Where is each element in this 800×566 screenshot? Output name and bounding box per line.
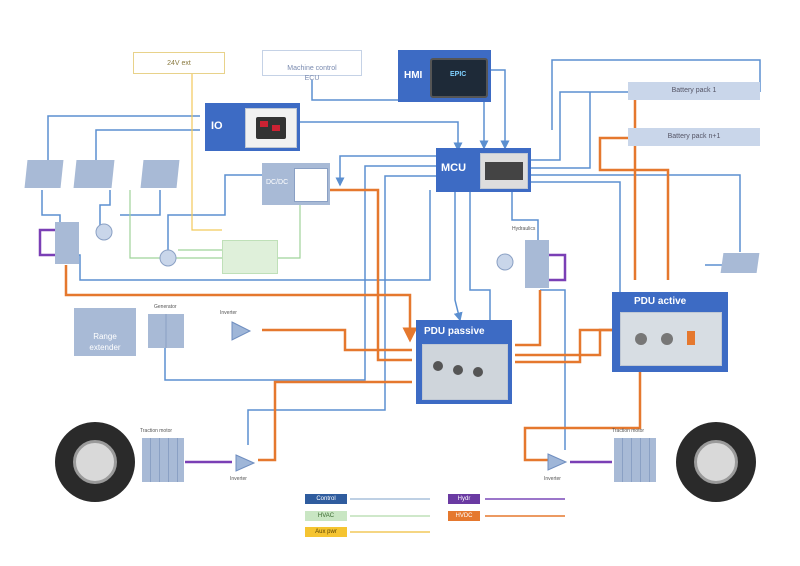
inverter-left-symbol	[235, 454, 256, 472]
label-inverter-left: Inverter	[230, 476, 247, 482]
label-pdu-passive: PDU passive	[424, 326, 485, 337]
label-hmi: HMI	[404, 70, 423, 81]
legend-hvac: HVAC	[305, 511, 347, 521]
box-hydraulic-right	[525, 240, 549, 288]
box-hvac-module	[222, 240, 278, 274]
box-battery-2: Battery pack n+1	[628, 128, 760, 146]
box-traction-right	[614, 438, 656, 482]
box-aux-right	[720, 253, 760, 273]
label-machine-control: Machine control ECU	[287, 65, 337, 82]
hvdc-lines	[64, 86, 670, 462]
tire-right-icon	[676, 422, 756, 502]
box-traction-left	[142, 438, 184, 482]
box-pdu-active: PDU active	[612, 292, 728, 372]
label-battery-1: Battery pack 1	[671, 87, 717, 94]
hvac-lines	[129, 190, 301, 259]
box-dcdc: DC/DC	[262, 163, 330, 205]
box-pdu-passive: PDU passive	[416, 320, 512, 404]
hmi-screen-icon: EPIC	[430, 58, 488, 98]
label-dcdc: DC/DC	[266, 179, 289, 186]
label-range-extender: Range extender	[89, 332, 121, 352]
inverter-right-symbol	[547, 453, 568, 471]
box-aux-left-3	[140, 160, 180, 188]
junction-node	[159, 249, 177, 267]
label-hmi-screen: EPIC	[450, 71, 467, 78]
junction-node	[496, 253, 514, 271]
legend-control: Control	[305, 494, 347, 504]
label-io: IO	[211, 120, 223, 132]
label-24v-ext: 24V ext	[167, 60, 191, 67]
box-24v-ext: 24V ext	[133, 52, 225, 74]
legend-hydraulic: Hydr	[448, 494, 480, 504]
box-hmi: HMI EPIC	[398, 50, 491, 102]
tire-left-icon	[55, 422, 135, 502]
legend-aux: Aux pwr	[305, 527, 347, 537]
label-hydraulics: Hydraulics	[512, 226, 536, 232]
box-hydraulic-left	[55, 222, 79, 264]
legend-aux-label: Aux pwr	[315, 529, 337, 535]
label-pdu-active: PDU active	[634, 296, 687, 307]
label-generator: Generator	[154, 304, 177, 310]
hydraulic-lines	[38, 228, 612, 464]
box-range-extender: Range extender	[74, 308, 136, 356]
label-traction-left: Traction motor	[140, 428, 173, 434]
label-inverter-right: Inverter	[544, 476, 561, 482]
pdu-active-image	[620, 312, 722, 366]
box-io: IO	[205, 103, 300, 151]
dcdc-symbol-icon	[294, 168, 328, 202]
label-traction-right: Traction motor	[612, 428, 645, 434]
box-mcu: MCU	[436, 148, 531, 192]
aux-lines	[191, 72, 222, 231]
label-battery-2: Battery pack n+1	[667, 133, 721, 140]
io-module-icon	[245, 108, 297, 148]
box-machine-control: Machine control ECU	[262, 50, 362, 82]
box-aux-left-2	[73, 160, 115, 188]
inverter-top-symbol	[231, 321, 252, 341]
label-inverter-top: Inverter	[220, 310, 237, 316]
box-generator	[148, 314, 184, 348]
legend-hydraulic-label: Hydr	[457, 496, 471, 502]
box-aux-left-1	[24, 160, 64, 188]
control-lines	[41, 59, 761, 450]
legend-lines	[350, 498, 565, 533]
legend-hvac-label: HVAC	[317, 513, 335, 519]
mcu-unit-icon	[480, 153, 528, 189]
pdu-passive-image	[422, 344, 508, 400]
box-battery-1: Battery pack 1	[628, 82, 760, 100]
label-mcu: MCU	[441, 162, 467, 174]
legend-hvdc: HVDC	[448, 511, 480, 521]
legend-hvdc-label: HVDC	[455, 513, 473, 519]
junction-node	[95, 223, 113, 241]
legend-control-label: Control	[316, 496, 336, 502]
